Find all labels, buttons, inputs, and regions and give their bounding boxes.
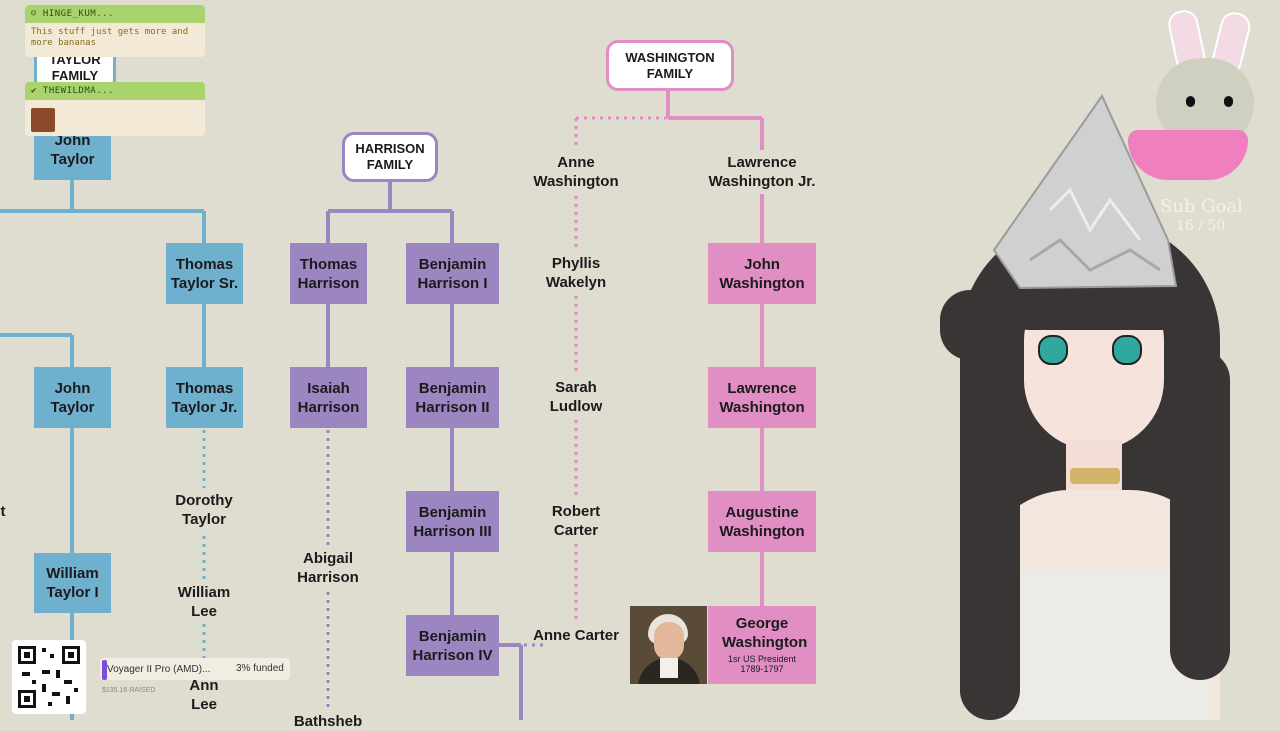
person-benjamin-harrison-i: Benjamin Harrison I xyxy=(406,243,499,304)
person-william-lee: William Lee xyxy=(177,584,231,620)
tinfoil-hat-icon xyxy=(990,90,1180,290)
person-sarah-ludlow: Sarah Ludlow xyxy=(549,379,603,415)
person-cut-left: t xyxy=(0,503,6,520)
chat-username: THEWILDMA... xyxy=(42,86,114,96)
sub-goal-label: Sub Goal xyxy=(1160,196,1243,217)
person-bathsheba-cut: Bathsheb xyxy=(293,713,363,730)
person-thomas-harrison: Thomas Harrison xyxy=(290,243,367,304)
avatar-necklace xyxy=(1070,468,1120,484)
chat-badge-icon: ✔ xyxy=(31,86,37,96)
person-augustine-washington: Augustine Washington xyxy=(708,491,816,552)
person-phyllis-wakelyn: Phyllis Wakelyn xyxy=(545,255,607,291)
person-lawrence-washington: Lawrence Washington xyxy=(708,367,816,428)
avatar-bun xyxy=(940,290,1000,360)
chat-message-text: This stuff just gets more and more banan… xyxy=(31,27,189,48)
george-years: 1789-1797 xyxy=(740,664,784,674)
person-ann-lee: Ann Lee xyxy=(189,677,219,713)
george-subtitle: 1sr US President xyxy=(727,654,797,664)
george-washington-portrait xyxy=(630,606,707,684)
funding-progress-bar xyxy=(102,660,107,680)
qr-code xyxy=(12,640,86,714)
george-name: George Washington xyxy=(722,615,808,651)
person-benjamin-harrison-iv: Benjamin Harrison IV xyxy=(406,615,499,676)
chat-message-2: ✔ THEWILDMA... xyxy=(25,82,205,136)
sub-goal-count: 16 / 50 xyxy=(1176,218,1226,234)
person-lawrence-washington-jr: Lawrence Washington Jr. xyxy=(708,154,816,190)
harrison-family-label: HARRISON FAMILY xyxy=(342,132,438,182)
person-isaiah-harrison: Isaiah Harrison xyxy=(290,367,367,428)
person-john-washington: John Washington xyxy=(708,243,816,304)
funding-raised: $135.16 RAISED xyxy=(102,687,156,694)
chat-emote xyxy=(31,108,55,132)
person-robert-carter: Robert Carter xyxy=(551,503,601,539)
person-william-taylor-i: William Taylor I xyxy=(34,553,111,613)
washington-family-label: WASHINGTON FAMILY xyxy=(606,40,734,91)
person-abigail-harrison: Abigail Harrison xyxy=(297,550,359,586)
avatar-hair-left xyxy=(960,350,1020,720)
vtuber-avatar xyxy=(920,90,1260,720)
person-thomas-taylor-jr: Thomas Taylor Jr. xyxy=(166,367,243,428)
funding-title: Voyager II Pro (AMD)... xyxy=(107,664,211,675)
person-anne-washington: Anne Washington xyxy=(533,154,619,190)
chat-user-icon: ☺ xyxy=(31,9,37,19)
funding-widget xyxy=(100,658,290,680)
person-benjamin-harrison-iii: Benjamin Harrison III xyxy=(406,491,499,552)
funding-percent: 3% funded xyxy=(236,663,284,674)
chat-username: HINGE_KUM... xyxy=(42,9,114,19)
bunny-mascot xyxy=(1128,7,1260,190)
person-anne-carter: Anne Carter xyxy=(533,627,619,644)
chat-message-1: ☺ HINGE_KUM... This stuff just gets more … xyxy=(25,5,205,57)
avatar-eye-left xyxy=(1038,335,1068,365)
person-john-taylor: John Taylor xyxy=(34,367,111,428)
avatar-eye-right xyxy=(1112,335,1142,365)
avatar-hair-right xyxy=(1170,350,1230,680)
person-dorothy-taylor: Dorothy Taylor xyxy=(175,492,233,528)
person-benjamin-harrison-ii: Benjamin Harrison II xyxy=(406,367,499,428)
person-george-washington: George Washington 1sr US President 1789-… xyxy=(708,606,816,684)
person-thomas-taylor-sr: Thomas Taylor Sr. xyxy=(166,243,243,304)
